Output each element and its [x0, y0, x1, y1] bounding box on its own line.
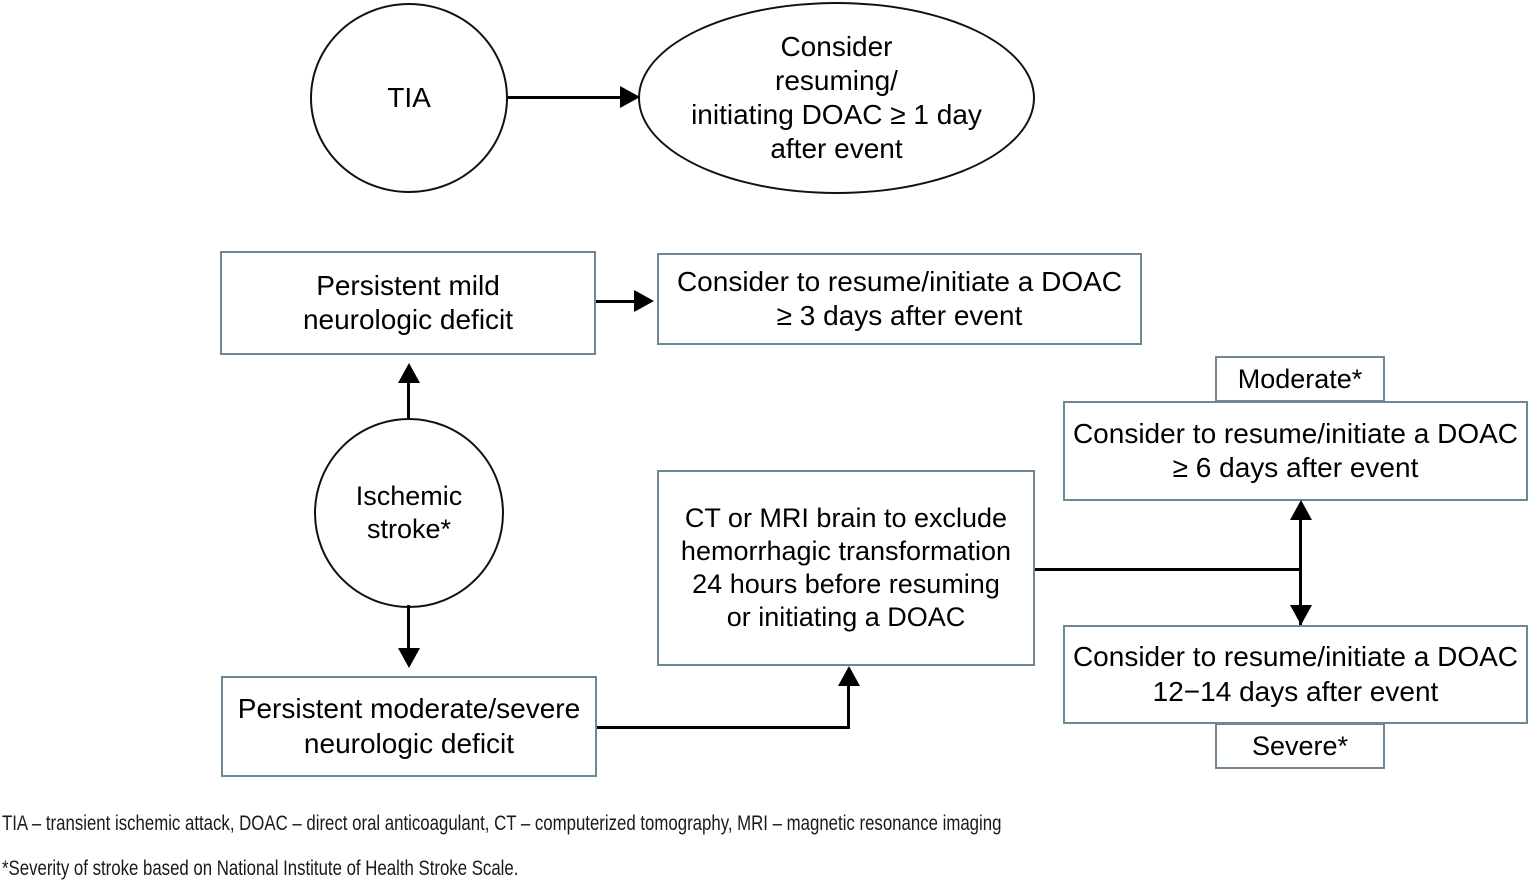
connector-stroke-to-mild-line: [407, 380, 410, 418]
node-severe-label[interactable]: Severe*: [1215, 723, 1385, 769]
node-persistent-mild-deficit-label: Persistent mild neurologic deficit: [302, 269, 514, 335]
connector-severity-moderate-arrowhead: [1290, 500, 1312, 520]
node-moderate-label-text: Moderate*: [1237, 363, 1363, 394]
node-tia-action-label: Consider resuming/ initiating DOAC ≥ 1 d…: [691, 30, 982, 165]
connector-stroke-to-severe-arrowhead: [398, 648, 420, 668]
node-tia[interactable]: TIA: [310, 3, 508, 193]
node-persistent-moderate-severe-deficit[interactable]: Persistent moderate/severe neurologic de…: [221, 676, 597, 777]
node-ischemic-stroke-label: Ischemic stroke*: [355, 481, 463, 544]
node-severe-label-text: Severe*: [1251, 730, 1349, 761]
node-imaging[interactable]: CT or MRI brain to exclude hemorrhagic t…: [657, 470, 1035, 666]
footnotes: TIA – transient ischemic attack, DOAC – …: [0, 812, 1531, 881]
node-severe-action-label: Consider to resume/initiate a DOAC 12−14…: [1072, 641, 1519, 707]
connector-mild-to-action-arrowhead: [634, 290, 654, 312]
connector-deficit-to-imaging-arrowhead: [838, 666, 860, 686]
node-tia-action[interactable]: Consider resuming/ initiating DOAC ≥ 1 d…: [638, 2, 1035, 194]
node-moderate-action[interactable]: Consider to resume/initiate a DOAC ≥ 6 d…: [1063, 401, 1528, 501]
node-tia-label: TIA: [387, 81, 431, 113]
connector-imaging-to-severity-horizontal: [1035, 568, 1302, 571]
node-mild-action-label: Consider to resume/initiate a DOAC ≥ 3 d…: [676, 265, 1123, 331]
connector-deficit-to-imaging-vertical: [847, 686, 850, 728]
node-ischemic-stroke[interactable]: Ischemic stroke*: [314, 418, 504, 608]
connector-stroke-to-severe-line: [407, 605, 410, 650]
node-persistent-moderate-severe-deficit-label: Persistent moderate/severe neurologic de…: [237, 693, 581, 759]
connector-severity-severe-arrowhead: [1290, 605, 1312, 625]
connector-tia-to-action-line: [508, 96, 626, 99]
connector-severity-split-vertical: [1299, 517, 1302, 625]
connector-mild-to-action-line: [596, 300, 640, 303]
node-mild-action[interactable]: Consider to resume/initiate a DOAC ≥ 3 d…: [657, 253, 1142, 345]
node-moderate-action-label: Consider to resume/initiate a DOAC ≥ 6 d…: [1072, 417, 1519, 483]
footnote-severity-note: *Severity of stroke based on National In…: [2, 857, 519, 880]
node-severe-action[interactable]: Consider to resume/initiate a DOAC 12−14…: [1063, 625, 1528, 724]
connector-tia-to-action-arrowhead: [620, 86, 640, 108]
node-persistent-mild-deficit[interactable]: Persistent mild neurologic deficit: [220, 251, 596, 355]
connector-deficit-to-imaging-horizontal: [597, 726, 850, 729]
node-moderate-label[interactable]: Moderate*: [1215, 356, 1385, 402]
footnote-abbreviations: TIA – transient ischemic attack, DOAC – …: [2, 812, 1002, 835]
node-imaging-label: CT or MRI brain to exclude hemorrhagic t…: [680, 503, 1012, 632]
connector-stroke-to-mild-arrowhead: [398, 363, 420, 383]
